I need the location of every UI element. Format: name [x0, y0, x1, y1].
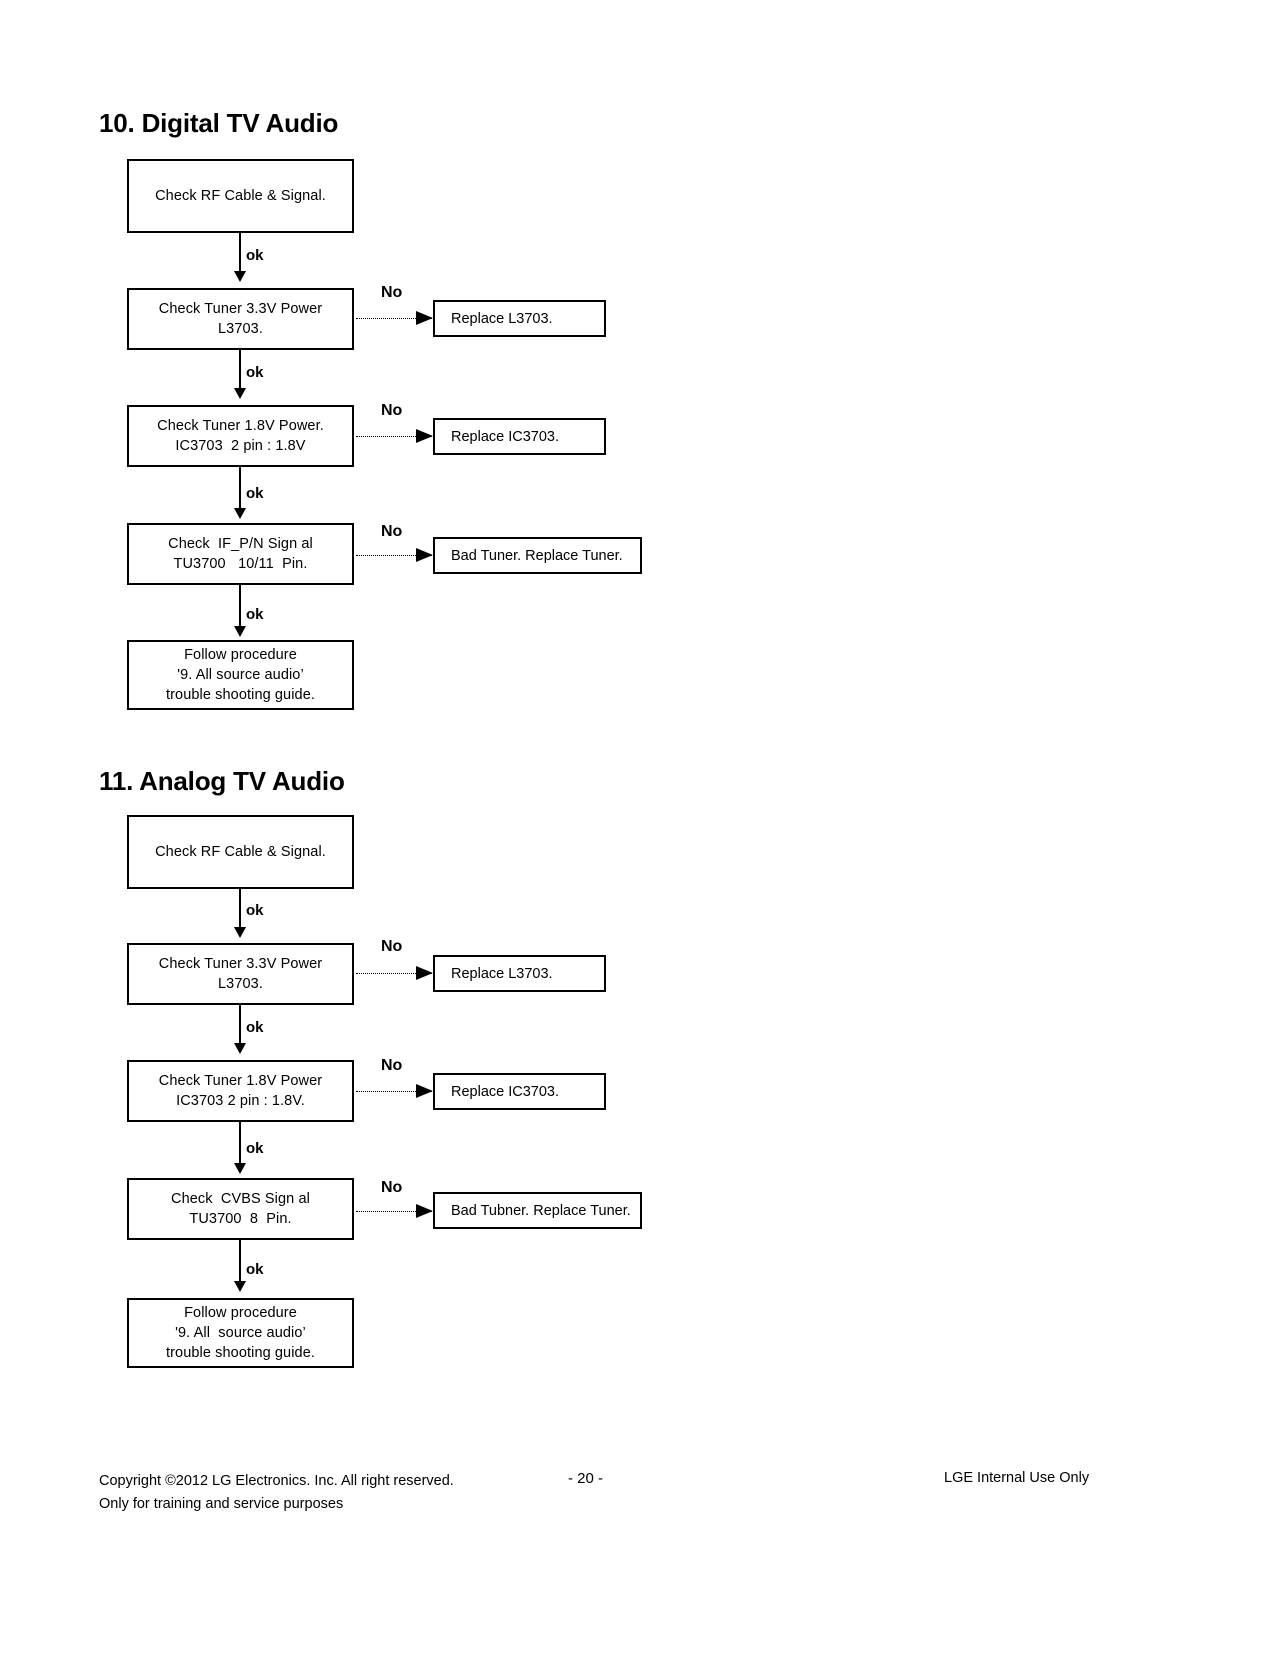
flow-box-replace-l3703-analog: Replace L3703.: [433, 955, 606, 992]
arrowhead-down-8: [234, 1281, 246, 1292]
connector-ok-5: [239, 889, 241, 930]
connector-ok-2: [239, 350, 241, 391]
arrowhead-right-3: [416, 548, 433, 562]
connector-ok-8: [239, 1240, 241, 1284]
branch-label-no-1: No: [381, 284, 403, 301]
flow-box-line: Check RF Cable & Signal.: [155, 188, 326, 204]
flow-box-line: '9. All source audio’: [175, 1325, 306, 1341]
branch-connector-no-5: [356, 1091, 432, 1092]
flow-box-bad-tuner-replace-tuner: Bad Tuner. Replace Tuner.: [433, 537, 642, 574]
arrowhead-down-3: [234, 508, 246, 519]
flow-box-follow-procedure: Follow procedure '9. All source audio’ t…: [127, 640, 354, 710]
flow-box-line: Replace L3703.: [451, 310, 553, 327]
flow-box-replace-ic3703: Replace IC3703.: [433, 418, 606, 455]
arrowhead-right-6: [416, 1204, 433, 1218]
footer-page-number: - 20 -: [568, 1470, 604, 1487]
flow-box-line: TU3700 10/11 Pin.: [173, 556, 308, 572]
arrowhead-right-2: [416, 429, 433, 443]
flow-box-line: Check Tuner 3.3V Power: [158, 301, 323, 317]
arrowhead-down-4: [234, 626, 246, 637]
connector-ok-7: [239, 1122, 241, 1166]
branch-connector-no-3: [356, 555, 432, 556]
flow-box-line: Bad Tuner. Replace Tuner.: [451, 547, 623, 564]
page-footer: Copyright ©2012 LG Electronics. Inc. All…: [0, 1462, 1270, 1542]
connector-label-ok-2: ok: [246, 364, 264, 381]
flow-box-line: Replace IC3703.: [451, 1083, 560, 1100]
connector-ok-3: [239, 467, 241, 511]
flow-box-line: Follow procedure: [184, 1305, 297, 1321]
arrowhead-right-4: [416, 966, 433, 980]
flow-box-check-rf-cable-signal: Check RF Cable & Signal.: [127, 159, 354, 233]
connector-label-ok-5: ok: [246, 902, 264, 919]
flow-box-line: TU3700 8 Pin.: [189, 1211, 292, 1227]
branch-label-no-4: No: [381, 938, 403, 955]
flow-box-line: L3703.: [218, 321, 263, 337]
branch-connector-no-6: [356, 1211, 432, 1212]
arrowhead-down-6: [234, 1043, 246, 1054]
flow-box-line: Check Tuner 1.8V Power: [158, 1073, 323, 1089]
arrowhead-right-1: [416, 311, 433, 325]
flow-box-line: Check RF Cable & Signal.: [155, 844, 326, 860]
flow-box-line: trouble shooting guide.: [165, 1345, 316, 1361]
arrowhead-down-5: [234, 927, 246, 938]
connector-label-ok-4: ok: [246, 606, 264, 623]
arrowhead-down-2: [234, 388, 246, 399]
flow-box-line: IC3703 2 pin : 1.8V: [175, 438, 306, 454]
arrowhead-down-1: [234, 271, 246, 282]
branch-label-no-5: No: [381, 1057, 403, 1074]
flow-box-replace-l3703: Replace L3703.: [433, 300, 606, 337]
flow-box-line: Check Tuner 1.8V Power.: [157, 418, 324, 434]
flow-box-line: Check Tuner 3.3V Power: [158, 956, 323, 972]
footer-confidentiality-notice: LGE Internal Use Only: [944, 1470, 1090, 1486]
branch-connector-no-4: [356, 973, 432, 974]
flow-box-line: Check CVBS Sign al: [171, 1191, 310, 1207]
connector-ok-6: [239, 1005, 241, 1046]
flow-box-replace-ic3703-analog: Replace IC3703.: [433, 1073, 606, 1110]
connector-label-ok-6: ok: [246, 1019, 264, 1036]
connector-ok-1: [239, 233, 241, 274]
branch-connector-no-2: [356, 436, 432, 437]
flow-box-follow-procedure-analog: Follow procedure '9. All source audio’ t…: [127, 1298, 354, 1368]
branch-label-no-2: No: [381, 402, 403, 419]
arrowhead-right-5: [416, 1084, 433, 1098]
flow-box-line: Follow procedure: [184, 647, 297, 663]
connector-label-ok-8: ok: [246, 1261, 264, 1278]
section-heading-analog-tv-audio: 11. Analog TV Audio: [99, 766, 345, 796]
flow-box-check-tuner-3v3-power: Check Tuner 3.3V Power L3703.: [127, 288, 354, 350]
branch-label-no-6: No: [381, 1179, 403, 1196]
flow-box-line: Replace L3703.: [451, 965, 553, 982]
flow-box-check-tuner-1v8-power: Check Tuner 1.8V Power. IC3703 2 pin : 1…: [127, 405, 354, 467]
flow-box-bad-tubner-replace-tuner: Bad Tubner. Replace Tuner.: [433, 1192, 642, 1229]
arrowhead-down-7: [234, 1163, 246, 1174]
flow-box-line: '9. All source audio’: [177, 667, 304, 683]
footer-copyright: Copyright ©2012 LG Electronics. Inc. All…: [99, 1473, 454, 1512]
connector-label-ok-3: ok: [246, 485, 264, 502]
flow-box-check-rf-cable-signal-analog: Check RF Cable & Signal.: [127, 815, 354, 889]
flow-box-line: Check IF_P/N Sign al: [168, 536, 313, 552]
connector-label-ok-7: ok: [246, 1140, 264, 1157]
branch-connector-no-1: [356, 318, 432, 319]
flow-box-line: L3703.: [218, 976, 263, 992]
section-heading-digital-tv-audio: 10. Digital TV Audio: [99, 108, 339, 138]
flow-box-check-if-pn-signal: Check IF_P/N Sign al TU3700 10/11 Pin.: [127, 523, 354, 585]
connector-ok-4: [239, 585, 241, 629]
connector-label-ok-1: ok: [246, 247, 264, 264]
flow-box-line: trouble shooting guide.: [165, 687, 316, 703]
flow-box-check-cvbs-signal: Check CVBS Sign al TU3700 8 Pin.: [127, 1178, 354, 1240]
flow-box-line: IC3703 2 pin : 1.8V.: [176, 1093, 305, 1109]
branch-label-no-3: No: [381, 523, 403, 540]
flow-box-check-tuner-3v3-power-analog: Check Tuner 3.3V Power L3703.: [127, 943, 354, 1005]
flow-box-check-tuner-1v8-power-analog: Check Tuner 1.8V Power IC3703 2 pin : 1.…: [127, 1060, 354, 1122]
flow-box-line: Bad Tubner. Replace Tuner.: [451, 1202, 631, 1219]
flow-box-line: Replace IC3703.: [451, 428, 560, 445]
